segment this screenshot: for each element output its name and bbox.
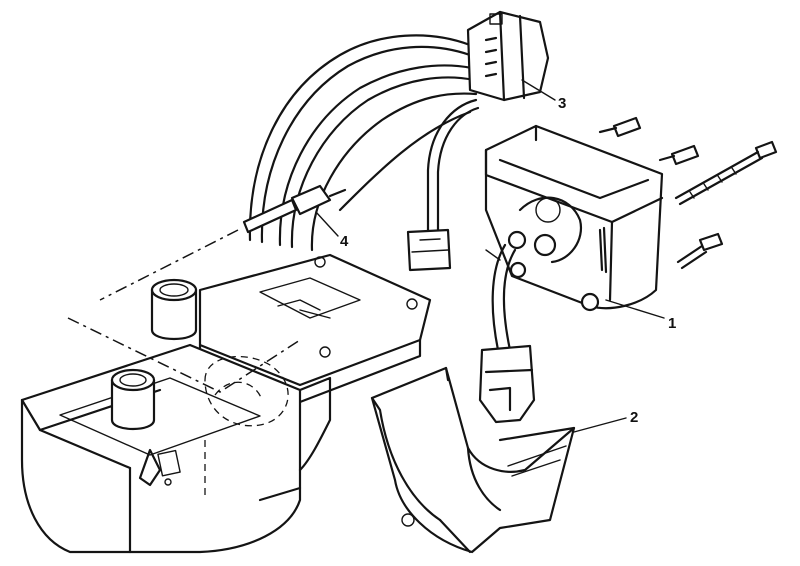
assembly-lines (67, 229, 301, 495)
control-unit-cable (478, 243, 536, 424)
leader-lines (315, 79, 665, 433)
sensor-plug (406, 228, 452, 272)
callout-label-1: 1 (668, 315, 676, 332)
temperature-sensor-4 (242, 184, 347, 234)
mounting-screws (598, 116, 778, 270)
heater-body (20, 253, 432, 554)
control-unit-housing-1 (484, 124, 664, 312)
callout-label-3: 3 (558, 95, 566, 112)
callout-label-4: 4 (340, 233, 349, 250)
cover-shell-2 (370, 366, 576, 554)
wiring-harness (248, 34, 480, 252)
coolant-pipes (110, 278, 198, 430)
callout-label-2: 2 (630, 409, 638, 426)
connector-plug-3 (466, 10, 550, 102)
